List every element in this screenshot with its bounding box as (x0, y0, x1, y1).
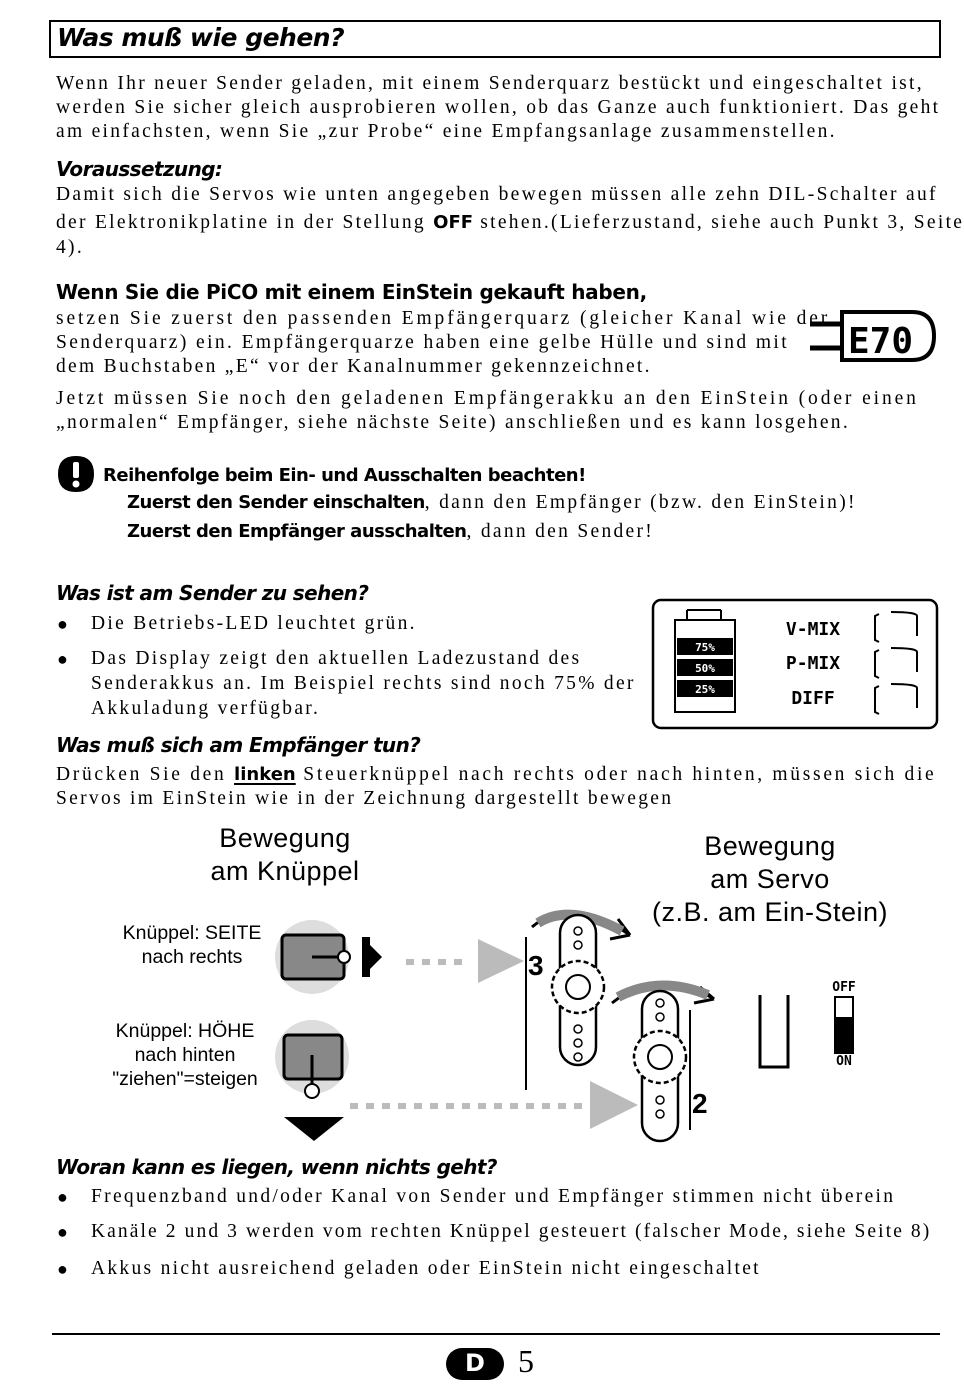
stick2-caption: Knüppel: HÖHE nach hinten "ziehen"=steig… (95, 1019, 275, 1091)
battery-bar-75 (677, 638, 733, 655)
mode-vmix: V-MIX (786, 619, 840, 640)
empfaenger-heading: Was muß sich am Empfänger tun? (56, 733, 421, 757)
servo-3-label: 3 (528, 950, 544, 981)
sender-bullet-2-line-1: Das Display zeigt den aktuellen Ladezust… (91, 648, 582, 669)
voraussetzung-line-1: Damit sich die Servos wie unten angegebe… (56, 184, 938, 205)
empfaenger-line-1: Drücken Sie den linken Steuerknüppel nac… (56, 763, 936, 788)
warning-icon (57, 455, 95, 493)
figure-right-title: Bewegung am Servo (z.B. am Ein-Stein) (630, 830, 910, 929)
stick2-caption-line-2: nach hinten (134, 1044, 236, 1066)
warning-line-2-rest: , dann den Sender! (466, 521, 655, 542)
bullet-mark: ● (57, 1222, 68, 1242)
battery-bar-25 (677, 680, 733, 697)
battery-label-50: 50% (695, 662, 715, 675)
down-arrow-icon (284, 1117, 344, 1141)
trouble-heading: Woran kann es liegen, wenn nichts geht? (56, 1155, 497, 1179)
warning-line-2-bold: Zuerst den Empfänger ausschalten (127, 521, 467, 542)
battery-label-25: 25% (695, 683, 715, 696)
figure-right-title-line-3: (z.B. am Ein-Stein) (651, 897, 889, 927)
battery-bar-50 (677, 659, 733, 676)
sender-bullet-2-line-2: Senderakkus an. Im Beispiel rechts sind … (91, 673, 636, 694)
transmitter-display: 75% 50% 25% V-MIX P-MIX DIFF (651, 598, 939, 730)
figure-left-title-line-2: am Knüppel (210, 856, 360, 886)
title-box: Was muß wie gehen? (49, 20, 941, 58)
gray-arrow-icon (590, 1081, 638, 1129)
figure-right-title-line-1: Bewegung (704, 831, 836, 861)
voraussetzung-line-2: der Elektronikplatine in der Stellung OF… (56, 211, 964, 236)
sender-bullet-2-line-3: Akkuladung verfügbar. (91, 698, 321, 719)
battery-label-75: 75% (695, 641, 715, 654)
warning-line-1: Zuerst den Sender einschalten, dann den … (127, 491, 857, 516)
einstein-heading: Wenn Sie die PiCO mit einem EinStein gek… (56, 280, 647, 304)
servo-2-label: 2 (692, 1088, 708, 1119)
bullet-mark: ● (57, 1187, 68, 1207)
language-label: D (465, 1349, 485, 1377)
linken-keyword: linken (234, 764, 296, 785)
mode-diff: DIFF (791, 688, 834, 709)
voraussetzung-line-2-pre: der Elektronikplatine in der Stellung (56, 212, 426, 233)
warning-line-2: Zuerst den Empfänger ausschalten, dann d… (127, 520, 654, 545)
mode-pmix: P-MIX (786, 653, 840, 674)
crystal-label: E70 (848, 321, 913, 362)
footer-divider (52, 1333, 940, 1335)
einstein-line-2: Senderquarz) ein. Empfängerquarze haben … (56, 332, 790, 353)
voraussetzung-line-2-post: stehen.(Lieferzustand, siehe auch Punkt … (480, 212, 964, 233)
einstein-line-1: setzen Sie zuerst den passenden Empfänge… (56, 308, 831, 329)
crystal-icon: E70 (808, 308, 938, 368)
voraussetzung-heading: Voraussetzung: (56, 157, 223, 181)
switch-off-label: OFF (832, 980, 856, 995)
page-title: Was muß wie gehen? (57, 23, 345, 52)
stick-side-right-icon (275, 920, 351, 994)
servo-figure: 3 2 OFF ON (275, 909, 856, 1143)
sender-bullet-1: Die Betriebs-LED leuchtet grün. (91, 613, 417, 634)
empfaenger-line-2: Servos im EinStein wie in der Zeichnung … (56, 788, 674, 809)
empfaenger-line-1-post: Steuerknüppel nach rechts oder nach hint… (303, 764, 937, 785)
warning-line-1-rest: , dann den Empfänger (bzw. den EinStein)… (424, 492, 857, 513)
trouble-bullet-2: Kanäle 2 und 3 werden vom rechten Knüppe… (91, 1221, 932, 1242)
stick-elevator-back-icon (275, 1020, 349, 1099)
stick1-caption-line-2: nach rechts (141, 946, 243, 968)
intro-line-1: Wenn Ihr neuer Sender geladen, mit einem… (56, 73, 924, 94)
intro-line-3: am einfachsten, wenn Sie „zur Probe“ ein… (56, 121, 837, 142)
gray-arrow-icon (478, 939, 524, 983)
switch-on-label: ON (836, 1054, 852, 1069)
servo-3-arm-icon (531, 909, 632, 1067)
figure-right-title-line-2: am Servo (710, 864, 830, 894)
bullet-mark: ● (57, 1259, 68, 1279)
stick2-caption-line-1: Knüppel: HÖHE (115, 1020, 255, 1042)
einstein-after-1: Jetzt müssen Sie noch den geladenen Empf… (56, 388, 919, 409)
servo-2-arm-icon (611, 980, 715, 1143)
page-number: 5 (518, 1343, 534, 1379)
einstein-line-3: dem Buchstaben „E“ vor der Kanalnummer g… (56, 356, 652, 377)
bullet-mark: ● (57, 614, 68, 634)
figure-left-title-line-1: Bewegung (219, 823, 351, 853)
bullet-mark: ● (57, 649, 68, 669)
warning-heading: Reihenfolge beim Ein- und Ausschalten be… (103, 465, 586, 486)
stick1-caption: Knüppel: SEITE nach rechts (112, 921, 272, 969)
einstein-after-2: „normalen“ Empfänger, siehe nächste Seit… (56, 412, 851, 433)
stick1-caption-line-1: Knüppel: SEITE (122, 922, 262, 944)
receiver-slot-icon (758, 995, 790, 1069)
stick2-caption-line-3: "ziehen"=steigen (112, 1068, 258, 1090)
voraussetzung-line-3: 4). (56, 237, 85, 258)
intro-line-2: werden Sie sicher gleich ausprobieren wo… (56, 97, 941, 118)
off-keyword: OFF (433, 212, 474, 233)
warning-line-1-bold: Zuerst den Sender einschalten (127, 492, 425, 513)
language-badge: D (446, 1348, 504, 1380)
sender-heading: Was ist am Sender zu sehen? (56, 581, 369, 605)
trouble-bullet-1: Frequenzband und/oder Kanal von Sender u… (91, 1186, 896, 1207)
empfaenger-line-1-pre: Drücken Sie den (56, 764, 227, 785)
trouble-bullet-3: Akkus nicht ausreichend geladen oder Ein… (91, 1258, 761, 1279)
figure-left-title: Bewegung am Knüppel (180, 822, 390, 888)
